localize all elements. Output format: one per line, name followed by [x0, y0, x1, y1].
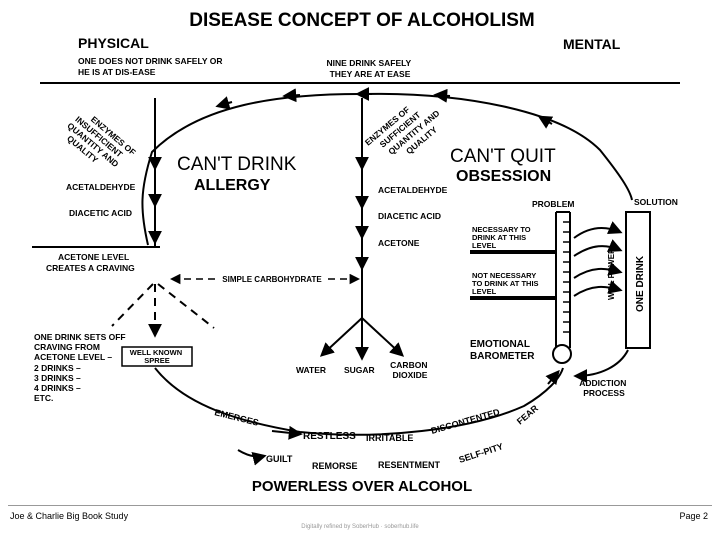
water-label: WATER [296, 365, 326, 375]
barometer-bulb [552, 344, 572, 364]
problem-label: PROBLEM [532, 199, 575, 209]
discontented-label: DISCONTENTED [430, 407, 501, 436]
one-drink-label: ONE DRINK [635, 255, 646, 312]
mental-heading: MENTAL [563, 36, 621, 52]
left-diacetic-acid: DIACETIC ACID [69, 208, 132, 218]
will-power-arrow-3 [573, 262, 623, 279]
loop-bottom-arrow [545, 369, 560, 386]
spree-box [121, 346, 193, 367]
self-pity-label: SELF-PITY [458, 441, 505, 465]
cant-drink-label: CAN'T DRINK [177, 154, 297, 175]
arrow-top-1 [282, 88, 301, 103]
arrow-top-4 [433, 88, 451, 103]
dashed-branch-right [157, 283, 215, 329]
powerless-label: POWERLESS OVER ALCOHOL [252, 478, 472, 495]
arrow-to-restless [271, 425, 303, 440]
will-power-arrow-1 [573, 221, 623, 239]
addiction-process-label: ADDICTION PROCESS [579, 378, 629, 398]
restless-label: RESTLESS [303, 431, 356, 442]
svg-text:ENZYMES OF INSUFFICIENT: ENZYMES OF INSUFFICIENT QUANTITY AND QUA… [59, 105, 140, 182]
not-necessary-label: NOT NECESSARY TO DRINK AT THIS LEVEL [472, 271, 541, 296]
obsession-label: OBSESSION [456, 168, 551, 185]
will-power-label: WILL POWER [607, 248, 616, 300]
barometer-ticks [563, 221, 570, 333]
emotional-barometer-label: EMOTIONAL BAROMETER [470, 339, 535, 362]
resentment-label: RESENTMENT [378, 460, 441, 470]
footer-rule [8, 505, 712, 506]
right-diacetic-acid: DIACETIC ACID [378, 211, 441, 221]
right-enzymes-label: ENZYMES OF SUFFICIENT QUANTITY AND QUALI… [363, 90, 450, 173]
simple-carb-bg [217, 272, 327, 285]
emerges-label: EMERGES [214, 407, 260, 428]
not-safe-text: ONE DOES NOT DRINK SAFELY OR HE IS AT DI… [78, 56, 225, 77]
split-left [319, 317, 363, 357]
allergy-label: ALLERGY [194, 177, 271, 194]
addiction-arrow [573, 349, 629, 383]
safe-text: NINE DRINK SAFELY THEY ARE AT EASE [327, 58, 414, 79]
will-power-arrow-4 [573, 280, 623, 297]
solution-label: SOLUTION [634, 197, 678, 207]
svg-text:ENZYMES OF SUFFICIENT: ENZYMES OF SUFFICIENT QUANTITY AND QUALI… [363, 90, 450, 173]
arrow-top-2 [215, 96, 233, 110]
left-enzymes-label: ENZYMES OF INSUFFICIENT QUANTITY AND QUA… [59, 105, 140, 182]
will-power-arrow-2 [573, 239, 623, 257]
right-acetone: ACETONE [378, 238, 420, 248]
guilt-arrow [237, 449, 267, 466]
split-right [361, 317, 405, 357]
sugar-label: SUGAR [344, 365, 375, 375]
loop-top-left [141, 93, 361, 246]
footer-page-number: Page 2 [679, 511, 708, 521]
cant-quit-label: CAN'T QUIT [450, 146, 556, 167]
acetone-level-label: ACETONE LEVEL CREATES A CRAVING [46, 252, 135, 273]
footer-credit: Digitally refined by SoberHub · soberhub… [301, 524, 419, 530]
carbon-dioxide-label: CARBON DIOXIDE [390, 360, 430, 380]
irritable-label: IRRITABLE [366, 433, 413, 443]
spree-label: WELL KNOWN SPREE [130, 348, 184, 365]
loop-bottom [154, 367, 564, 436]
fear-label: FEAR [515, 403, 541, 427]
physical-heading: PHYSICAL [78, 35, 149, 51]
dashed-branch-left [111, 283, 154, 327]
simple-carb-label: SIMPLE CARBOHYDRATE [222, 275, 322, 284]
left-acetaldehyde: ACETALDEHYDE [66, 182, 136, 192]
loop-top-right [361, 92, 633, 201]
footer-study-title: Joe & Charlie Big Book Study [10, 511, 129, 521]
remorse-label: REMORSE [312, 461, 358, 471]
necessary-label: NECESSARY TO DRINK AT THIS LEVEL [472, 225, 533, 250]
one-drink-box [625, 211, 651, 349]
arrow-top-5 [537, 115, 554, 129]
one-drink-sets-text: ONE DRINK SETS OFF CRAVING FROM ACETONE … [34, 332, 128, 403]
guilt-label: GUILT [266, 454, 293, 464]
right-acetaldehyde: ACETALDEHYDE [378, 185, 448, 195]
page-title: DISEASE CONCEPT OF ALCOHOLISM [189, 10, 535, 31]
